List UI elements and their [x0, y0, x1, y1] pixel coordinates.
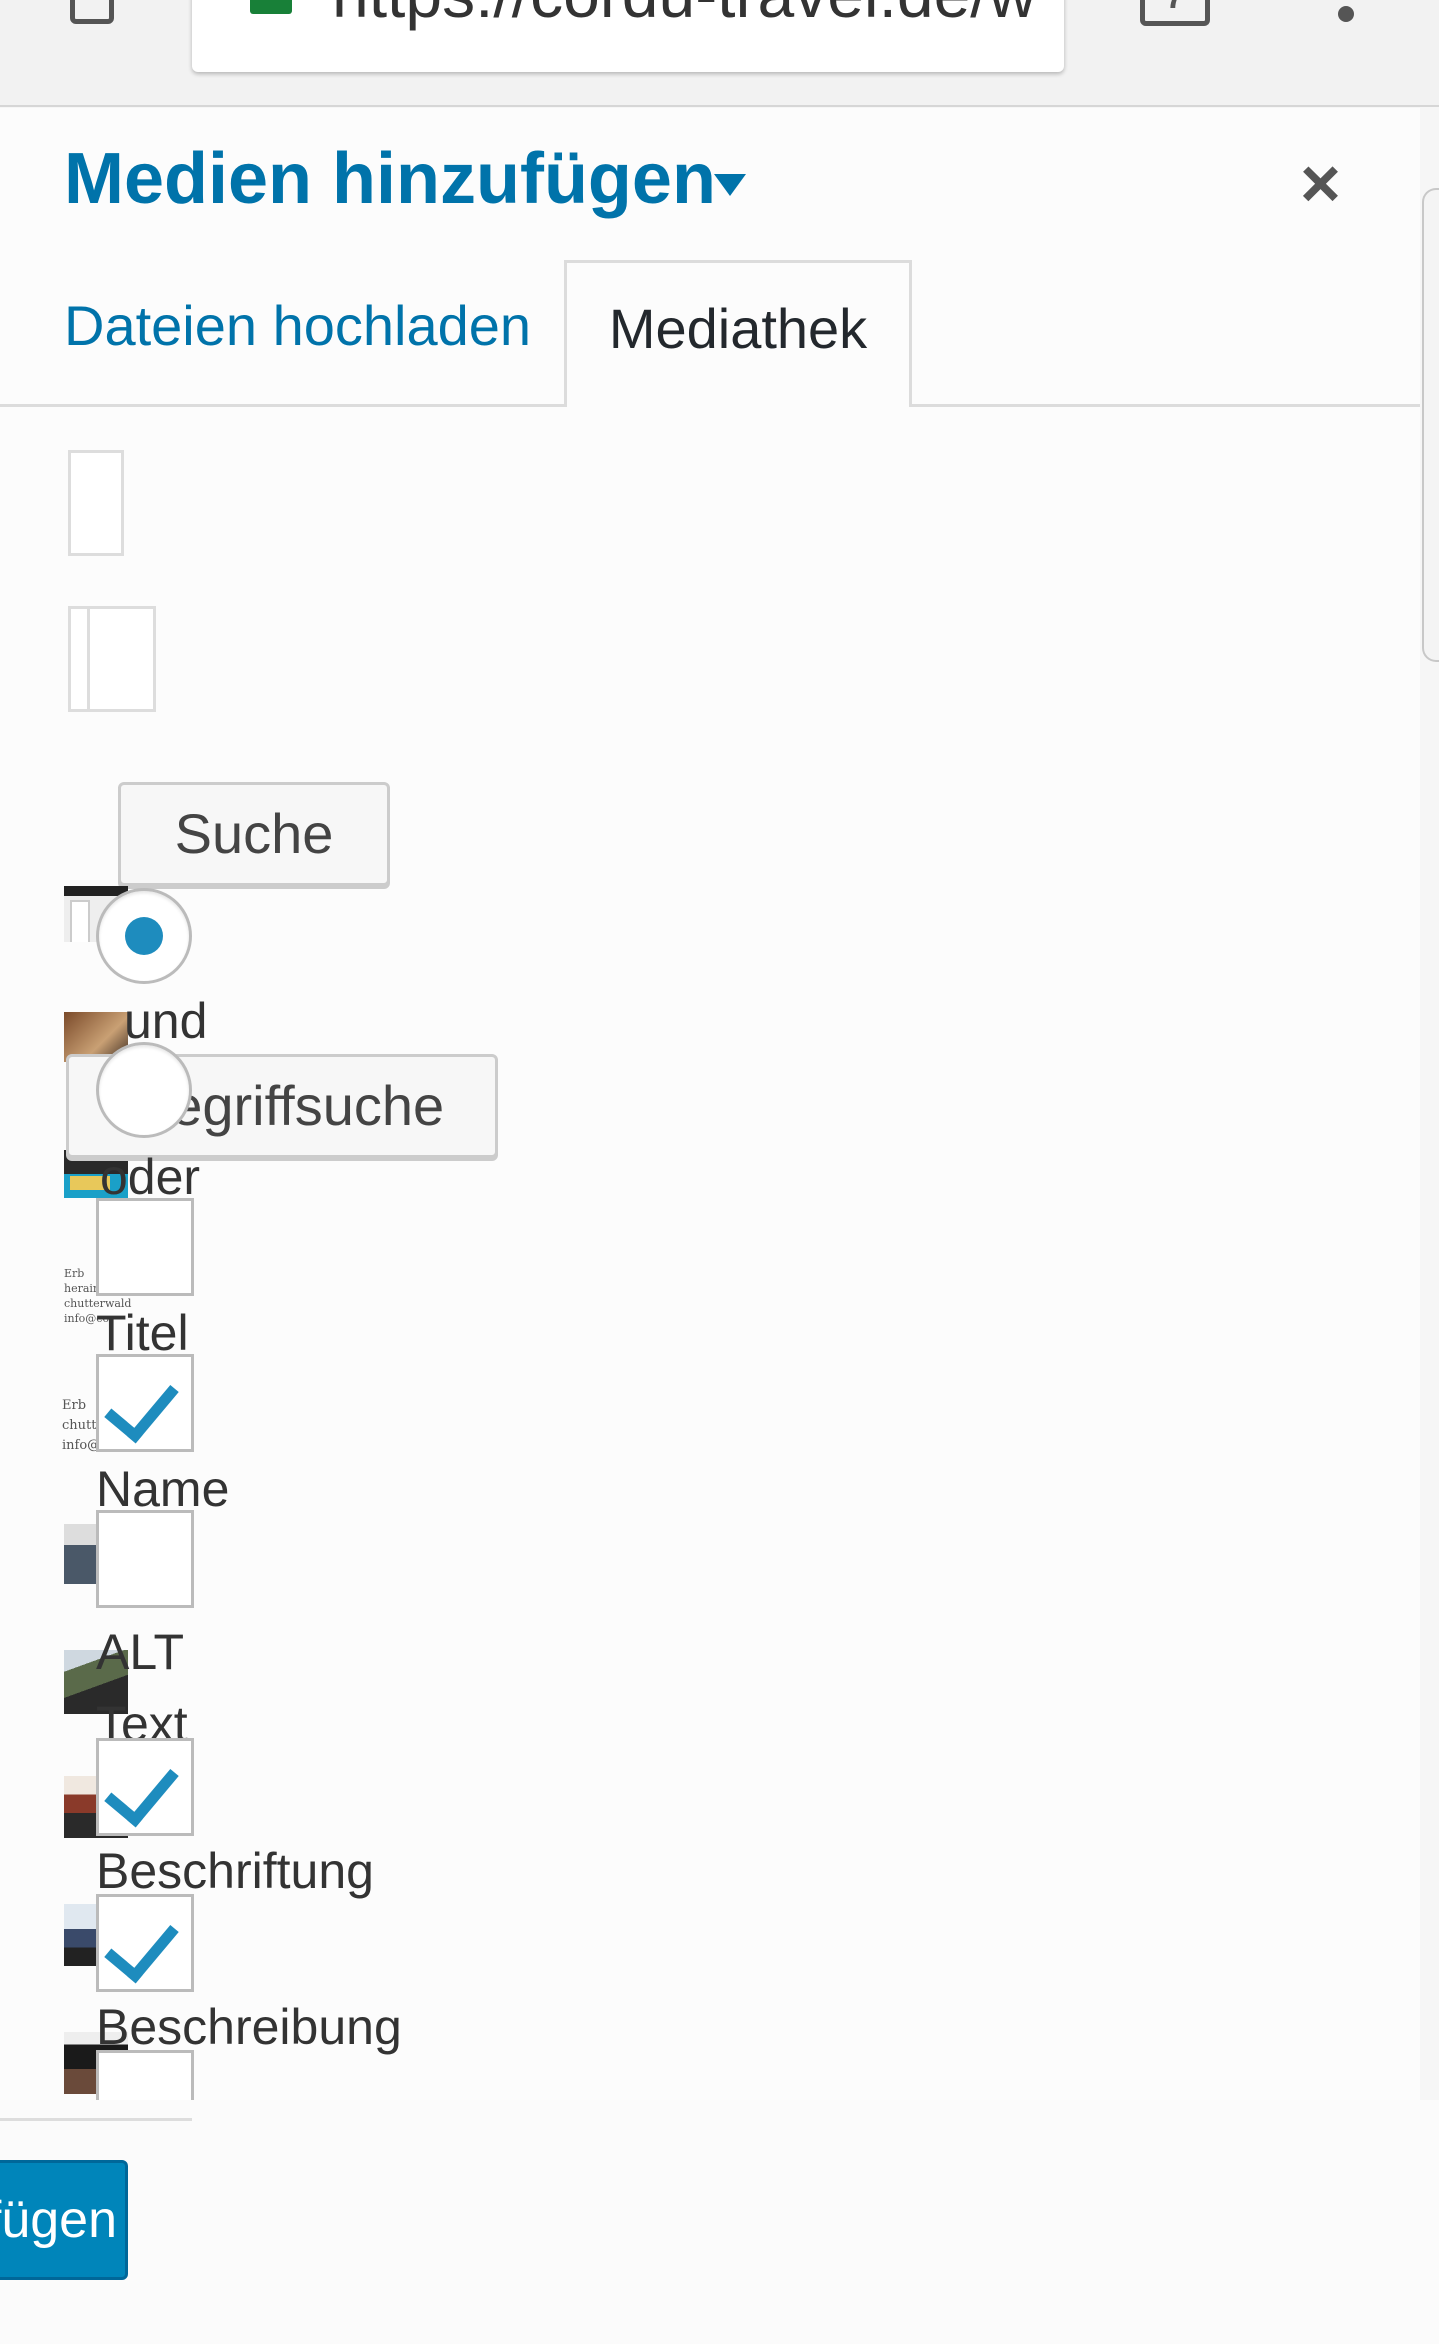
field-title-checkbox[interactable] [96, 1198, 194, 1296]
media-modal: Medien hinzufügen × Dateien hochladen Me… [0, 108, 1439, 2344]
insert-into-post-button[interactable]: In den Beitrag einfügen [0, 2160, 128, 2280]
tab-media-library[interactable]: Mediathek [564, 260, 912, 407]
tab-upload-files[interactable]: Dateien hochladen [64, 294, 532, 357]
chevron-down-icon[interactable] [714, 174, 746, 196]
select-divider [87, 609, 90, 709]
field-caption-label: Beschriftung [96, 1843, 374, 1899]
field-description-label: Beschreibung [96, 1999, 402, 2055]
search-button[interactable]: Suche [118, 782, 390, 886]
field-caption-checkbox[interactable] [96, 1738, 194, 1836]
checkmark-icon [104, 1749, 179, 1828]
media-router: Dateien hochladen Mediathek [0, 260, 1420, 407]
date-filter-select[interactable] [68, 606, 156, 712]
radio-selected-dot [125, 917, 163, 955]
media-thumbnail[interactable] [64, 1904, 98, 1966]
browser-toolbar: https://cordu-travel.de/w 7 [0, 0, 1439, 107]
address-text: https://cordu-travel.de/w [332, 0, 1036, 32]
address-bar[interactable]: https://cordu-travel.de/w [192, 0, 1064, 72]
thumbnail-text-snippet[interactable]: Erb herain chutterwald info@cor [64, 1267, 132, 1325]
search-mode-or-label: oder [100, 1149, 201, 1205]
search-mode-or-radio[interactable] [96, 1042, 192, 1138]
field-title-label: Titel [96, 1305, 189, 1361]
tab-switcher-icon[interactable]: 7 [1140, 0, 1210, 26]
checkmark-icon [104, 1365, 179, 1444]
field-alt-text-checkbox[interactable] [96, 1510, 194, 1608]
search-mode-and-label: und [124, 993, 208, 1049]
scrollbar-handle[interactable] [1422, 188, 1439, 662]
field-name-label: Name [96, 1461, 230, 1517]
toolbar-divider [0, 2118, 192, 2121]
close-icon[interactable]: × [1300, 144, 1341, 222]
field-description-checkbox[interactable] [96, 1894, 194, 1992]
media-thumbnail[interactable] [64, 1150, 128, 1198]
checkmark-icon [104, 1905, 179, 1984]
media-toolbar [0, 2100, 1439, 2344]
media-thumbnail[interactable] [64, 1524, 96, 1584]
home-icon[interactable] [70, 0, 114, 24]
field-name-checkbox[interactable] [96, 1354, 194, 1452]
search-mode-and-radio[interactable] [96, 888, 192, 984]
lock-icon [250, 0, 292, 14]
filter-select[interactable] [68, 450, 124, 556]
overflow-menu-icon[interactable] [1338, 6, 1354, 22]
media-thumbnail[interactable] [64, 1650, 128, 1714]
modal-title[interactable]: Medien hinzufügen [64, 139, 716, 219]
field-extra-checkbox[interactable] [96, 2050, 194, 2102]
